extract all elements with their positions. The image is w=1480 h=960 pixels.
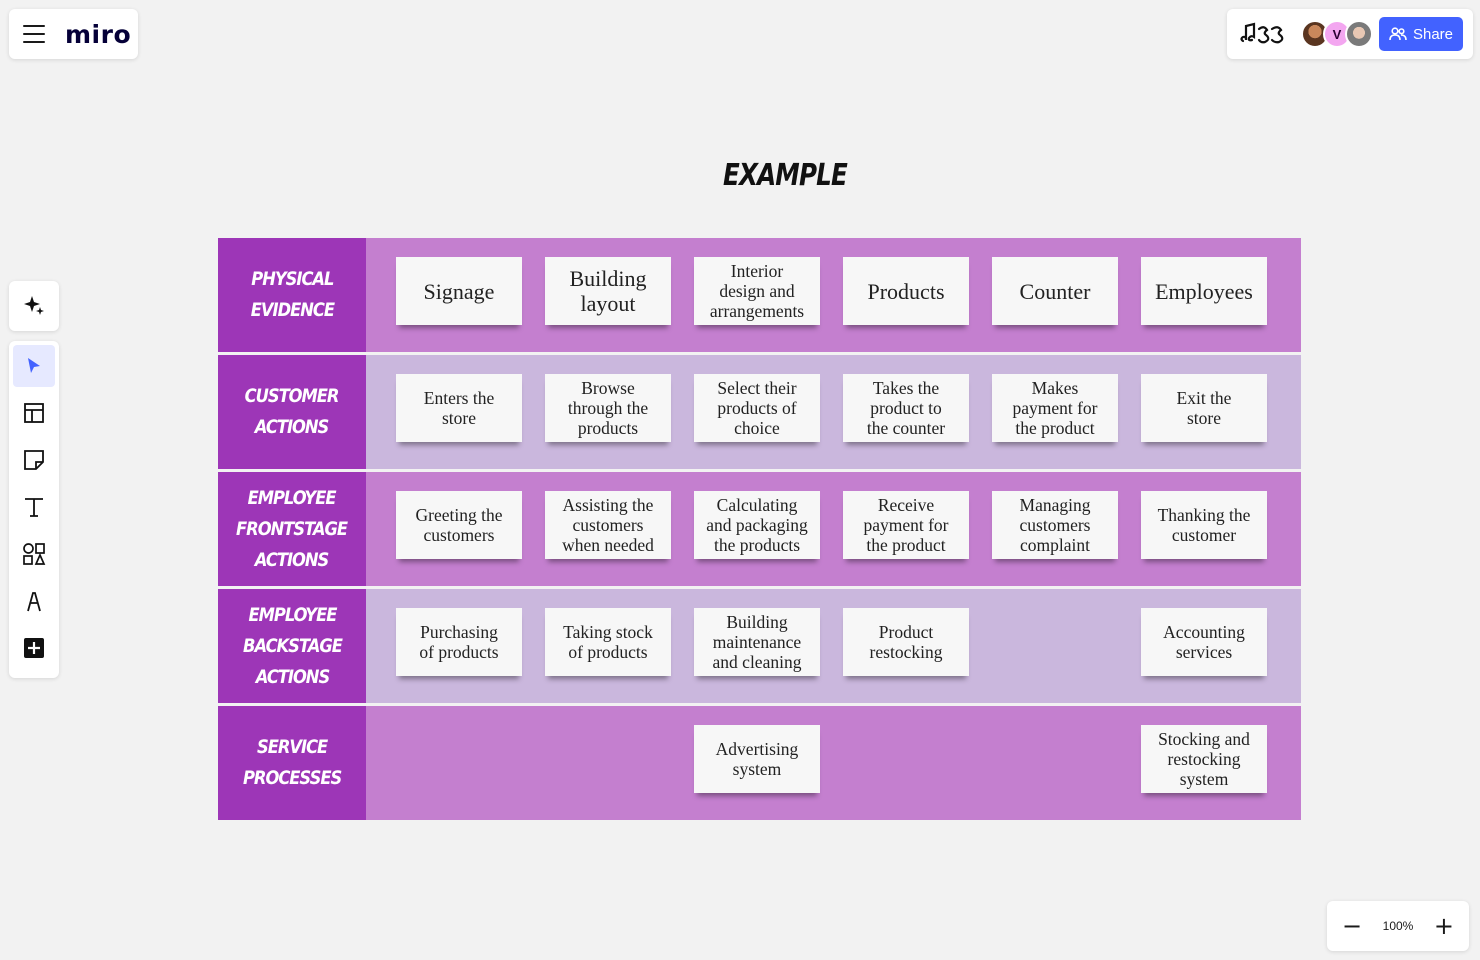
- sticky-note-text: Receive payment for the product: [863, 495, 949, 555]
- sticky-note-text: Employees: [1155, 278, 1253, 304]
- sticky-note-text: Managing customers complaint: [1019, 495, 1091, 555]
- zoom-in-button[interactable]: +: [1433, 912, 1455, 940]
- sticky-note-text: Purchasing of products: [419, 622, 499, 662]
- row-label-text: CUSTOMER ACTIONS: [245, 385, 340, 438]
- select-tool-button[interactable]: [13, 345, 55, 387]
- row-label[interactable]: EMPLOYEE FRONTSTAGE ACTIONS: [218, 472, 366, 586]
- reactions-icon[interactable]: [1239, 21, 1287, 47]
- sticky-note-text: Products: [867, 278, 945, 304]
- ai-assist-button[interactable]: [9, 281, 59, 331]
- sticky-note-text: Greeting the customers: [415, 505, 503, 545]
- row-label-text: SERVICE PROCESSES: [242, 736, 342, 789]
- sticky-note-text: Building layout: [569, 266, 647, 316]
- sticky-note[interactable]: Stocking and restocking system: [1141, 725, 1267, 793]
- avatar[interactable]: [1345, 20, 1373, 48]
- sticky-note-text: Makes payment for the product: [1012, 378, 1098, 438]
- sticky-note[interactable]: Signage: [396, 257, 522, 325]
- sticky-note-text: Counter: [1019, 278, 1091, 304]
- templates-icon: [24, 403, 44, 423]
- sticky-note[interactable]: Managing customers complaint: [992, 491, 1118, 559]
- zoom-level[interactable]: 100%: [1382, 919, 1414, 933]
- main-menu-panel: miro: [9, 9, 138, 59]
- share-label: Share: [1412, 25, 1454, 43]
- row-label-text: EMPLOYEE FRONTSTAGE ACTIONS: [236, 486, 348, 571]
- blueprint-row: EMPLOYEE BACKSTAGE ACTIONS Purchasing of …: [218, 589, 1301, 703]
- sticky-note[interactable]: Browse through the products: [545, 374, 671, 442]
- creation-toolbar: [9, 341, 59, 678]
- zoom-control: − 100% +: [1327, 901, 1469, 951]
- collaboration-panel: V Share: [1227, 9, 1473, 59]
- sticky-note[interactable]: Advertising system: [694, 725, 820, 793]
- blueprint-row: CUSTOMER ACTIONS Enters the store Browse t…: [218, 355, 1301, 469]
- shapes-icon: [23, 543, 46, 565]
- select-cursor-icon: [28, 358, 40, 373]
- row-label[interactable]: SERVICE PROCESSES: [218, 706, 366, 820]
- sticky-note-text: Interior design and arrangements: [709, 261, 805, 321]
- row-label-text: PHYSICAL EVIDENCE: [250, 268, 334, 321]
- sticky-note[interactable]: Select their products of choice: [694, 374, 820, 442]
- sticky-note[interactable]: Enters the store: [396, 374, 522, 442]
- miro-logo[interactable]: miro: [65, 19, 132, 49]
- sticky-note-text: Select their products of choice: [717, 378, 797, 438]
- sticky-note[interactable]: Exit the store: [1141, 374, 1267, 442]
- ai-sparkle-icon: [24, 296, 44, 315]
- sticky-note[interactable]: Takes the product to the counter: [843, 374, 969, 442]
- sticky-note[interactable]: Product restocking: [843, 608, 969, 676]
- sticky-note-text: Calculating and packaging the products: [706, 495, 808, 555]
- sticky-note[interactable]: Calculating and packaging the products: [694, 491, 820, 559]
- sticky-note[interactable]: Assisting the customers when needed: [545, 491, 671, 559]
- sticky-note-text: Signage: [423, 278, 495, 304]
- sticky-note[interactable]: Taking stock of products: [545, 608, 671, 676]
- add-more-icon: [24, 638, 44, 658]
- sticky-note-text: Advertising system: [715, 739, 799, 779]
- sticky-note[interactable]: Thanking the customer: [1141, 491, 1267, 559]
- sticky-note-text: Enters the store: [423, 388, 495, 428]
- service-blueprint-frame[interactable]: PHYSICAL EVIDENCE Signage Building layout I…: [218, 238, 1301, 820]
- sticky-note[interactable]: Products: [843, 257, 969, 325]
- sticky-note-text: Building maintenance and cleaning: [712, 612, 802, 672]
- sticky-note[interactable]: Counter: [992, 257, 1118, 325]
- templates-tool-button[interactable]: [13, 392, 55, 434]
- text-tool-icon: [25, 498, 43, 517]
- zoom-out-button[interactable]: −: [1341, 912, 1363, 940]
- sticky-note-text: Taking stock of products: [563, 622, 653, 662]
- row-label-text: EMPLOYEE BACKSTAGE ACTIONS: [242, 603, 343, 688]
- users-icon: [1389, 27, 1407, 41]
- pen-tool-button[interactable]: [13, 580, 55, 622]
- avatar[interactable]: V: [1323, 20, 1351, 48]
- row-label[interactable]: EMPLOYEE BACKSTAGE ACTIONS: [218, 589, 366, 703]
- hamburger-menu-icon[interactable]: [23, 25, 45, 43]
- sticky-note-text: Assisting the customers when needed: [562, 495, 654, 555]
- sticky-note-text: Product restocking: [869, 622, 943, 662]
- sticky-note-text: Stocking and restocking system: [1158, 729, 1250, 789]
- sticky-note-tool-button[interactable]: [13, 439, 55, 481]
- sticky-note[interactable]: Purchasing of products: [396, 608, 522, 676]
- sticky-note[interactable]: Makes payment for the product: [992, 374, 1118, 442]
- row-label[interactable]: CUSTOMER ACTIONS: [218, 355, 366, 469]
- board-title: EXAMPLE: [722, 158, 848, 193]
- add-more-button[interactable]: [13, 627, 55, 669]
- collaborator-avatars: V: [1301, 20, 1373, 48]
- sticky-note[interactable]: Building layout: [545, 257, 671, 325]
- text-tool-button[interactable]: [13, 486, 55, 528]
- blueprint-row: SERVICE PROCESSES Advertising system Stock…: [218, 706, 1301, 820]
- sticky-note-icon: [24, 450, 44, 470]
- sticky-note[interactable]: Greeting the customers: [396, 491, 522, 559]
- sticky-note[interactable]: Receive payment for the product: [843, 491, 969, 559]
- blueprint-row: PHYSICAL EVIDENCE Signage Building layout I…: [218, 238, 1301, 352]
- sticky-note-text: Browse through the products: [567, 378, 649, 438]
- sticky-note-text: Thanking the customer: [1157, 505, 1251, 545]
- sticky-note[interactable]: Accounting services: [1141, 608, 1267, 676]
- share-button[interactable]: Share: [1379, 17, 1463, 51]
- blueprint-row: EMPLOYEE FRONTSTAGE ACTIONS Greeting the …: [218, 472, 1301, 586]
- pen-icon: [27, 592, 41, 612]
- sticky-note-text: Exit the store: [1176, 388, 1232, 428]
- sticky-note-text: Takes the product to the counter: [866, 378, 946, 438]
- sticky-note[interactable]: Interior design and arrangements: [694, 257, 820, 325]
- sticky-note[interactable]: Employees: [1141, 257, 1267, 325]
- sticky-note-text: Accounting services: [1163, 622, 1245, 662]
- row-label[interactable]: PHYSICAL EVIDENCE: [218, 238, 366, 352]
- shapes-tool-button[interactable]: [13, 533, 55, 575]
- sticky-note[interactable]: Building maintenance and cleaning: [694, 608, 820, 676]
